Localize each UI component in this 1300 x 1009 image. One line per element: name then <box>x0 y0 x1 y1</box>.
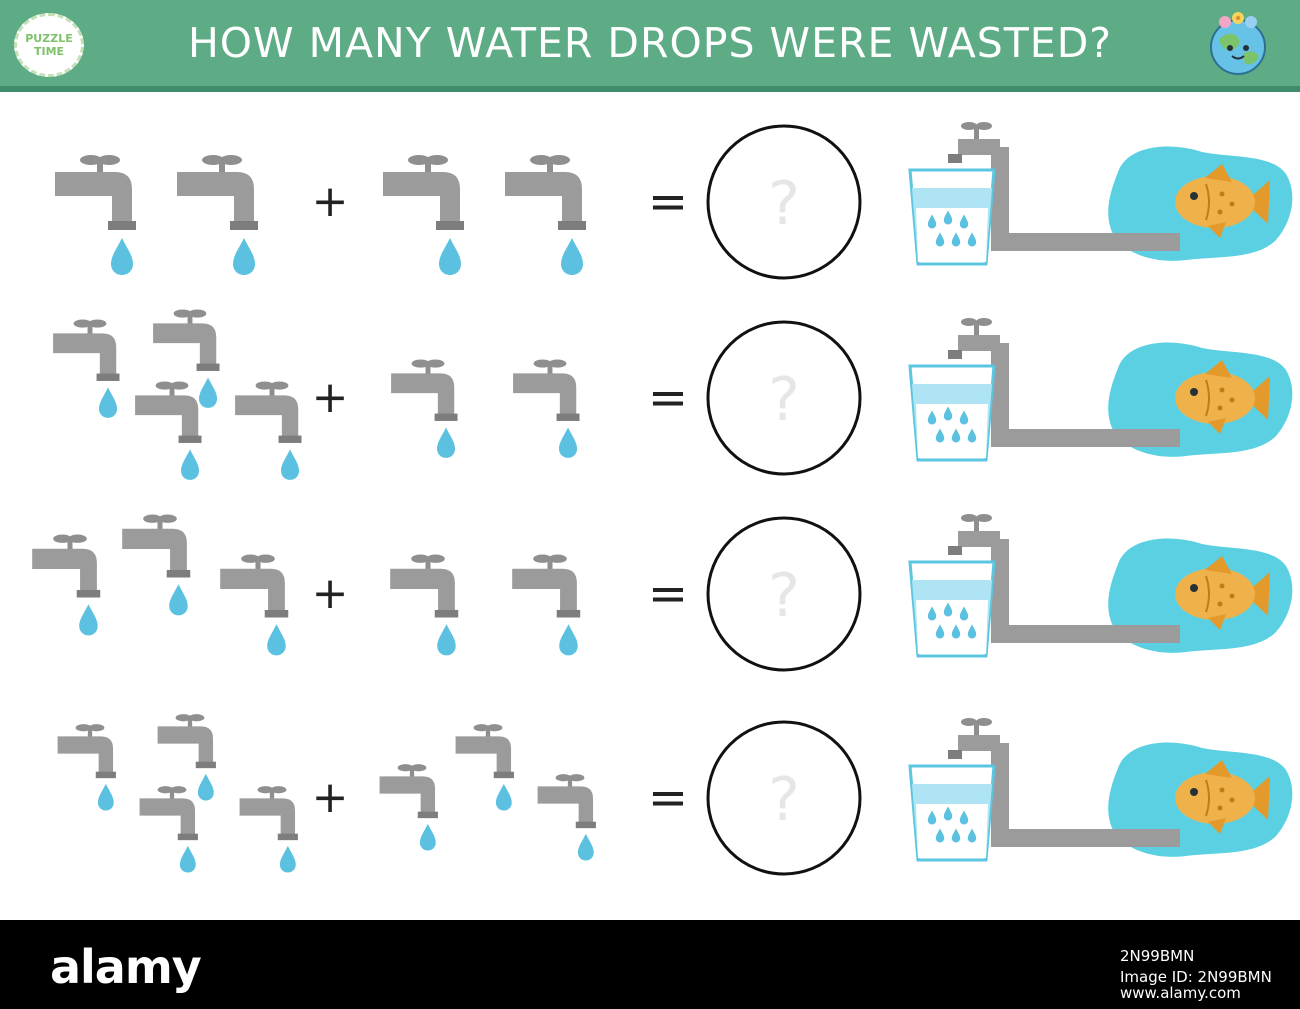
answer-question-mark: ? <box>768 365 800 435</box>
answer-question-mark: ? <box>768 765 800 835</box>
water-drop-icon <box>439 238 461 275</box>
water-drop-icon <box>197 773 214 801</box>
answer-circle[interactable] <box>706 320 862 476</box>
water-drop-icon <box>419 823 436 851</box>
right-faucet-2 <box>513 359 580 458</box>
left-faucet-4 <box>239 786 298 873</box>
right-faucet-1 <box>390 554 459 656</box>
left-faucet-1 <box>32 534 101 636</box>
water-drop-icon <box>99 387 118 418</box>
water-drop-icon <box>577 833 594 861</box>
right-faucet-1 <box>391 359 458 458</box>
answer-question-mark: ? <box>768 169 800 239</box>
answer-circle[interactable] <box>706 720 862 876</box>
puzzle-row-4: + =? <box>57 714 1293 876</box>
page-title: HOW MANY WATER DROPS WERE WASTED? <box>187 19 1113 67</box>
water-drop-icon <box>169 584 188 616</box>
equals-sign: = <box>648 174 688 230</box>
right-faucet-2 <box>512 554 581 656</box>
plus-sign: + <box>312 176 349 227</box>
left-faucet-3 <box>139 786 198 873</box>
left-faucet-3 <box>220 554 289 656</box>
right-faucet-3 <box>537 774 596 861</box>
left-faucet-1 <box>53 319 120 418</box>
water-drop-icon <box>199 377 218 408</box>
answer-circle[interactable] <box>706 124 862 280</box>
watermark-bar: alamy 2N99BMN Image ID: 2N99BMN www.alam… <box>0 920 1300 1009</box>
right-faucet-2 <box>505 155 586 275</box>
left-faucet-4 <box>235 381 302 480</box>
faucet-glass-pond-fish-illustration <box>910 718 1292 860</box>
water-drop-icon <box>279 845 296 873</box>
water-drop-icon <box>267 624 286 656</box>
water-drop-icon <box>233 238 255 275</box>
puzzle-row-1: + =? <box>55 122 1292 280</box>
water-drop-icon <box>79 604 98 636</box>
water-drop-icon <box>559 427 578 458</box>
faucet-glass-pond-fish-illustration <box>910 318 1292 460</box>
right-faucet-2 <box>455 724 514 811</box>
water-drop-icon <box>97 783 114 811</box>
left-faucet-1 <box>55 155 136 275</box>
right-faucet-1 <box>383 155 464 275</box>
left-faucet-2 <box>177 155 258 275</box>
puzzle-area: + =? + =? + =? + =? <box>32 92 1300 876</box>
header-banner: PUZZLE TIME HOW MANY WATER DROPS WERE WA… <box>0 0 1300 92</box>
water-drop-icon <box>561 238 583 275</box>
faucet-glass-pond-fish-illustration <box>910 122 1292 264</box>
plus-sign: + <box>312 568 349 619</box>
water-drop-icon <box>437 624 456 656</box>
water-drop-icon <box>281 449 300 480</box>
water-drop-icon <box>437 427 456 458</box>
rows-layer: + =? + =? + =? + =? <box>32 122 1293 876</box>
puzzle-time-badge: PUZZLE TIME <box>14 13 84 77</box>
equals-sign: = <box>648 770 688 826</box>
left-faucet-3 <box>135 381 202 480</box>
watermark-image-code: 2N99BMN <box>1120 947 1195 965</box>
plus-sign: + <box>312 772 349 823</box>
left-faucet-2 <box>122 514 191 616</box>
watermark-image-id: Image ID: 2N99BMN <box>1120 968 1272 986</box>
left-faucet-2 <box>153 309 220 408</box>
badge-line-2: TIME <box>33 45 65 58</box>
earth-mascot-icon <box>1210 12 1266 75</box>
puzzle-row-2: + =? <box>53 309 1292 480</box>
answer-question-mark: ? <box>768 561 800 631</box>
watermark-site: www.alamy.com <box>1120 984 1241 1002</box>
right-faucet-1 <box>379 764 438 851</box>
water-drop-icon <box>495 783 512 811</box>
water-drop-icon <box>559 624 578 656</box>
left-faucet-1 <box>57 724 116 811</box>
badge-line-1: PUZZLE <box>25 32 73 45</box>
water-drop-icon <box>181 449 200 480</box>
water-drop-icon <box>179 845 196 873</box>
plus-sign: + <box>312 372 349 423</box>
watermark-brand: alamy <box>50 940 202 994</box>
equals-sign: = <box>648 566 688 622</box>
faucet-glass-pond-fish-illustration <box>910 514 1292 656</box>
puzzle-row-3: + =? <box>32 514 1292 672</box>
equals-sign: = <box>648 370 688 426</box>
answer-circle[interactable] <box>706 516 862 672</box>
water-drop-icon <box>111 238 133 275</box>
